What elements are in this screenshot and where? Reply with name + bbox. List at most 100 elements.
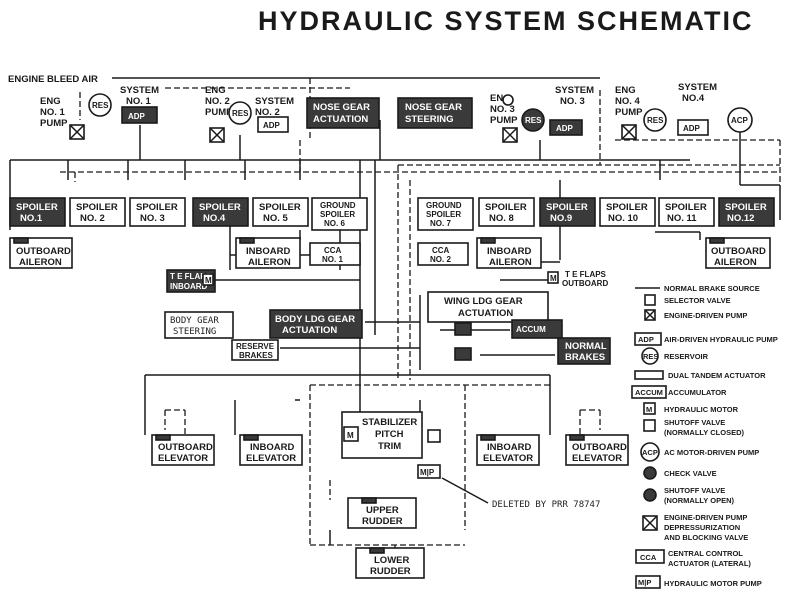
deleted-note: DELETED BY PRR 78747 [492, 500, 600, 510]
res-4-label: RES [647, 116, 664, 125]
spoiler-10-box [599, 197, 656, 227]
normal-brakes-box [557, 337, 611, 365]
hydraulic-motor-icon [643, 402, 656, 415]
cca-2-box [417, 242, 469, 266]
legend-text-10: CHECK VALVE [664, 469, 717, 478]
dual-tandem-actuator-icon [13, 237, 29, 244]
spoiler-2-label-1: SPOILER [76, 202, 118, 213]
spoiler-4-label-1: SPOILER [199, 202, 241, 213]
inboard-elevator-right-label-2: ELEVATOR [483, 453, 533, 464]
sys1-label-2: NO. 1 [126, 96, 152, 107]
body-ldg-gear-actuation-label-2: ACTUATION [282, 325, 337, 336]
hydraulic-motor-icon [202, 273, 214, 286]
outboard-elevator-right-label-1: OUTBOARD [572, 442, 627, 453]
nose-gear-steering-box [397, 97, 473, 129]
res-3 [521, 108, 545, 132]
eng3-label-3: PUMP [490, 115, 518, 126]
legend-text-13: CENTRAL CONTROL [668, 549, 743, 558]
eng4-label-3: PUMP [615, 107, 643, 118]
spoiler-6-box [311, 197, 368, 231]
body-ldg-gear-actuation-box [269, 309, 363, 339]
outboard-elevator-right-label-2: ELEVATOR [572, 453, 622, 464]
inboard-aileron-right-label-1: INBOARD [487, 246, 531, 257]
spoiler-5-box [252, 197, 309, 227]
upper-rudder-label-2: RUDDER [362, 516, 403, 527]
legend-text-12c: AND BLOCKING VALVE [664, 533, 748, 542]
nose-gear-actuation-box [306, 97, 380, 129]
spoiler-11-label-2: NO. 11 [667, 213, 697, 224]
hydraulic-motor-pump-icon [635, 575, 661, 589]
legend-text-12b: DEPRESSURIZATION [664, 523, 740, 532]
spoiler-9-label-1: SPOILER [546, 202, 588, 213]
nose-gear-actuation-label-1: NOSE GEAR [313, 102, 370, 113]
spoiler-8-label-2: NO. 8 [489, 213, 514, 224]
stabilizer-label-2: PITCH [375, 429, 404, 440]
acp-pump [727, 107, 753, 133]
accumulator-box [511, 319, 563, 339]
accumulator-icon [631, 385, 667, 399]
spoiler-5-label-2: NO. 5 [263, 213, 289, 224]
wing-ldg-gear-actuation-box [427, 291, 549, 323]
eng4-label-1: ENG [615, 85, 636, 96]
legend-text-3: AIR-DRIVEN HYDRAULIC PUMP [664, 335, 778, 344]
te-flaps-inboard-m: M [205, 276, 212, 285]
upper-rudder-label-1: UPPER [366, 505, 399, 516]
res-1-label: RES [92, 101, 109, 110]
selector-valve-icon [644, 294, 656, 306]
spoiler-1-label-1: SPOILER [16, 202, 58, 213]
spoiler-9-label-2: NO.9 [550, 213, 572, 224]
sys2-label-1: SYSTEM [255, 96, 294, 107]
adp-3 [549, 119, 583, 136]
spoiler-8-label-1: SPOILER [485, 202, 527, 213]
outboard-aileron-left-label-1: OUTBOARD [16, 246, 71, 257]
legend-accum-glyph: ACCUM [635, 388, 663, 397]
inboard-aileron-left [235, 237, 301, 269]
legend-text-4: RESERVOIR [664, 352, 709, 361]
legend-text-2: ENGINE-DRIVEN PUMP [664, 311, 747, 320]
eng1-label-3: PUMP [40, 118, 68, 129]
legend-adp-glyph: ADP [638, 335, 654, 344]
stabilizer-label-3: TRIM [378, 441, 401, 452]
spoiler-8-box [478, 197, 535, 227]
legend-text-7: HYDRAULIC MOTOR [664, 405, 739, 414]
spoiler-12-label-1: SPOILER [725, 202, 767, 213]
legend-text-6: ACCUMULATOR [668, 388, 727, 397]
normal-brakes-label-1: NORMAL [565, 341, 607, 352]
res-1 [88, 93, 112, 117]
depressurization-valve-icon [427, 429, 441, 443]
res-3-label: RES [525, 116, 542, 125]
mp-label: M|P [420, 468, 435, 477]
spoiler-4-label-2: NO.4 [203, 213, 226, 224]
outboard-aileron-right-label-1: OUTBOARD [711, 246, 766, 257]
spoiler-9-box [539, 197, 596, 227]
dual-tandem-actuator-icon [480, 237, 496, 244]
spoiler-12-label-2: NO.12 [727, 213, 754, 224]
normal-brakes-label-2: BRAKES [565, 352, 605, 363]
hydraulic-motor-pump-icon [417, 464, 441, 479]
inboard-elevator-left-label-1: INBOARD [250, 442, 294, 453]
legend: ADP RES ACCUM M ACP CCA M|P NORMAL BRAKE… [631, 284, 778, 589]
inboard-elevator-right-label-1: INBOARD [487, 442, 531, 453]
spoiler-1-box [9, 197, 66, 227]
eng1-label-2: NO. 1 [40, 107, 66, 118]
spoiler-2-label-2: NO. 2 [80, 213, 105, 224]
te-flaps-outboard-label-1: T E FLAPS [565, 270, 607, 279]
engine-bleed-air-label: ENGINE BLEED AIR [8, 74, 98, 85]
outboard-aileron-right-label-2: AILERON [714, 257, 757, 268]
legend-text-14: HYDRAULIC MOTOR PUMP [664, 579, 762, 588]
spoiler-3-label-1: SPOILER [136, 202, 178, 213]
eng2-label-3: PUMP [205, 107, 233, 118]
spoiler-11-label-1: SPOILER [665, 202, 707, 213]
legend-text-1: SELECTOR VALVE [664, 296, 731, 305]
hydraulic-motor-icon [547, 271, 559, 284]
reserve-brakes-label-2: BRAKES [239, 351, 273, 360]
sys2-label-2: NO. 2 [255, 107, 280, 118]
deleted-note-leader [441, 477, 489, 504]
spoiler-1-label-2: NO.1 [20, 213, 43, 224]
stabilizer-label-1: STABILIZER [362, 417, 417, 428]
spoiler-row: SPOILER NO.1 SPOILER NO. 2 SPOILER NO. 3… [9, 197, 775, 231]
reservoir-icon [641, 347, 659, 365]
wing-ldg-gear-actuation-label-1: WING LDG GEAR [444, 296, 523, 307]
spoiler-7-label-1: GROUND [426, 201, 462, 210]
accum-label: ACCUM [516, 325, 546, 334]
